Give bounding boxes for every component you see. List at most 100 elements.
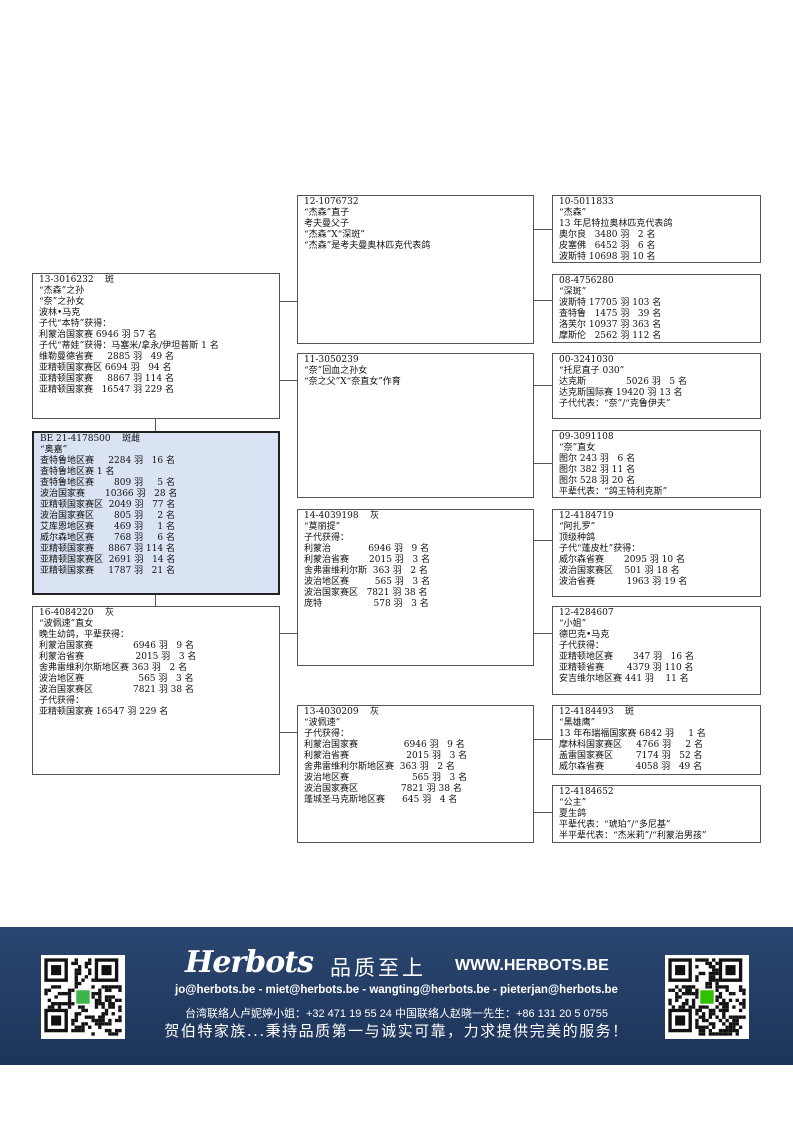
ds-dam-card: 12-4284607“小姐”德巴克•马克子代获得：亚精顿地区赛 347 羽 16…: [552, 606, 761, 695]
contact-emails[interactable]: jo@herbots.be - miet@herbots.be - wangti…: [175, 984, 618, 996]
qr-module: [708, 1028, 713, 1033]
qr-module: [74, 1025, 78, 1029]
pedigree-line: “小姐”: [559, 619, 587, 629]
qr-module: [88, 961, 92, 966]
qr-module: [91, 1032, 95, 1036]
qr-module: [728, 1015, 733, 1019]
qr-module: [114, 1018, 119, 1023]
qr-module: [74, 971, 78, 976]
qr-module: [695, 988, 699, 992]
qr-module: [81, 1028, 85, 1033]
qr-module: [718, 985, 723, 989]
qr-module: [725, 1005, 729, 1009]
qr-module: [701, 1025, 706, 1029]
qr-module: [708, 1015, 713, 1019]
qr-module: [728, 1032, 733, 1036]
sire-sire-card: 12-1076732“杰森”直子考夫曼父子“杰森”X“深斑”“杰森”是考夫曼奥林…: [297, 195, 534, 344]
qr-module: [101, 1002, 105, 1006]
qr-module: [681, 985, 686, 989]
pedigree-line: 平辈代表：“琥珀”/“多尼基”: [559, 820, 671, 830]
qr-module: [61, 991, 65, 996]
ring-number: 13-4030209 灰: [304, 707, 380, 717]
qr-module: [712, 965, 716, 969]
sire-dam-card: 11-3050239“奈”回血之孙女“奈之父”X“奈直女”作育: [297, 353, 534, 498]
qr-module: [98, 1025, 102, 1029]
qr-module: [67, 995, 72, 999]
qr-module: [74, 1028, 78, 1033]
qr-module: [691, 1005, 696, 1009]
qr-module: [681, 991, 686, 996]
connector: [155, 595, 156, 606]
qr-module: [695, 995, 699, 999]
qr-module: [698, 1005, 702, 1009]
qr-module: [742, 1002, 746, 1006]
dd-sire-card: 12-4184493 斑“黑雄鹰”13 年布瑞福国家赛 6842 羽 1 名摩林…: [552, 705, 761, 775]
qr-module: [54, 1002, 58, 1006]
qr-module: [118, 1008, 122, 1013]
pedigree-line: 达克斯国际赛 19420 羽 13 名: [559, 388, 683, 398]
pedigree-line: 平辈代表：“鸽王特利克斯”: [559, 487, 668, 497]
qr-module: [111, 995, 115, 999]
qr-module: [685, 1002, 689, 1006]
qr-module: [98, 988, 102, 992]
qr-module: [81, 978, 85, 982]
qr-module: [57, 1005, 62, 1009]
qr-module: [688, 988, 692, 992]
pedigree-line: 13 年尼特拉奥林匹克代表鸽: [559, 219, 673, 229]
qr-module: [101, 1022, 105, 1026]
connector: [534, 385, 552, 386]
qr-finder: [51, 965, 62, 976]
pedigree-line: 利蒙治国家赛 6946 羽 57 名: [39, 330, 157, 340]
qr-module: [108, 985, 112, 989]
pedigree-line: 波治国家赛区 7821 羽 38 名: [304, 588, 428, 598]
pedigree-line: 亚精顿国家赛 16547 羽 229 名: [39, 385, 174, 395]
qr-module: [735, 998, 739, 1003]
qr-module: [108, 995, 112, 999]
connector: [534, 812, 552, 813]
pedigree-line: 波林•马克: [39, 308, 81, 318]
line-qr-code[interactable]: [41, 955, 125, 1039]
qr-module: [698, 1008, 702, 1013]
qr-module: [708, 961, 713, 966]
qr-module: [738, 1008, 743, 1013]
pedigree-line: 舍弗雷维利尔斯地区赛 363 羽 2 名: [304, 762, 455, 772]
pedigree-line: 亚精顿国家赛区 6694 羽 94 名: [39, 363, 172, 373]
pedigree-line: “公主”: [559, 798, 587, 808]
qr-module: [67, 998, 72, 1003]
pedigree-line: 安吉维尔地区赛 441 羽 11 名: [559, 674, 689, 684]
qr-module: [712, 958, 716, 962]
qr-module: [685, 991, 689, 996]
qr-module: [84, 975, 89, 979]
qr-module: [701, 1018, 706, 1023]
qr-module: [712, 975, 716, 979]
pedigree-line: 皮塞佛 6452 羽 6 名: [559, 241, 656, 251]
ds-sire-card: 12-4184719“阿扎罗”顶级种鸽子代“蓬皮杜”获得：威尔森省赛 2095 …: [552, 509, 761, 597]
pedigree-line: 半平辈代表：“杰米莉”/“利蒙治男孩”: [559, 831, 707, 841]
qr-module: [715, 971, 719, 976]
qr-module: [91, 1015, 95, 1019]
pedigree-line: “波佩速”: [304, 718, 341, 728]
qr-module: [732, 1028, 736, 1033]
website-link[interactable]: WWW.HERBOTS.BE: [455, 957, 609, 974]
qr-module: [98, 991, 102, 996]
qr-module: [84, 1008, 89, 1013]
pedigree-line: 利蒙治省赛 2015 羽 3 名: [39, 652, 197, 662]
qr-module: [61, 1002, 65, 1006]
qr-module: [732, 991, 736, 996]
qr-module: [715, 981, 719, 986]
qr-module: [101, 1005, 105, 1009]
qr-module: [732, 1018, 736, 1023]
pedigree-line: 维勒曼德省赛 2885 羽 49 名: [39, 352, 174, 362]
qr-module: [81, 1025, 85, 1029]
qr-module: [722, 1032, 726, 1036]
ring-number: 09-3091108: [559, 432, 614, 442]
wechat-qr-code[interactable]: [665, 955, 749, 1039]
qr-module: [104, 1022, 109, 1026]
pedigree-line: 子代获得：: [304, 729, 350, 739]
qr-module: [67, 1002, 72, 1006]
pedigree-line: 子代获得：: [559, 641, 605, 651]
ring-number: 14-4039198 灰: [304, 511, 380, 521]
qr-module: [735, 1018, 739, 1023]
qr-module: [675, 985, 679, 989]
qr-module: [725, 1008, 729, 1013]
